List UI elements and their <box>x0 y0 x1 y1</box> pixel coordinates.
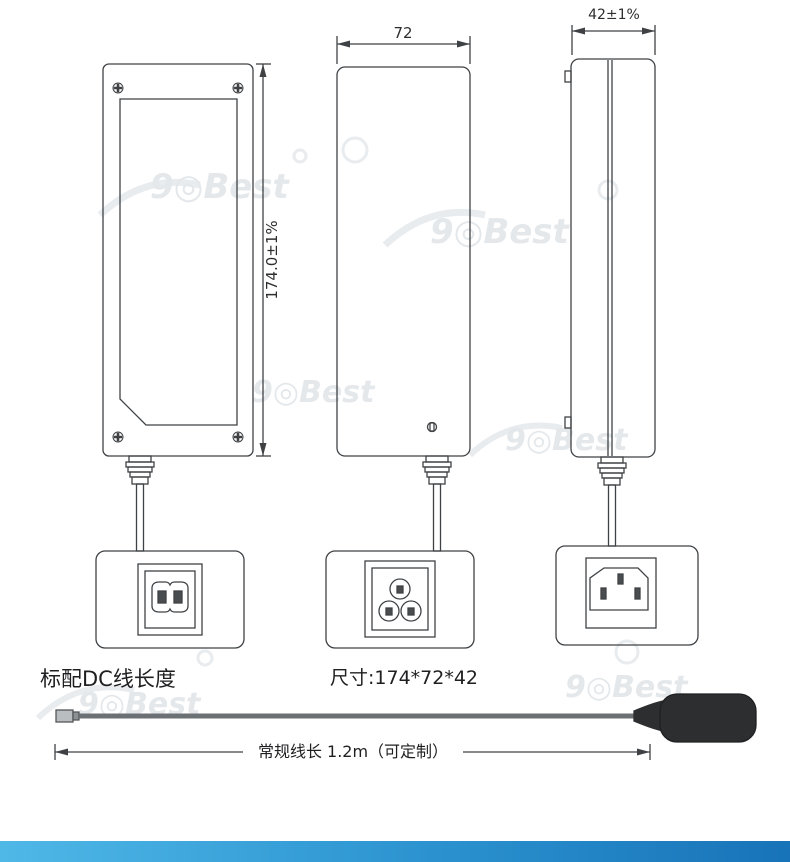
dc-cable-stub <box>135 483 145 552</box>
c6-pin-hole <box>396 585 404 594</box>
side-tab <box>564 70 572 83</box>
screw-hole-slot <box>429 422 435 432</box>
strain-relief <box>422 455 452 485</box>
height-dimension: 174.0±1% <box>256 63 281 457</box>
inlet-housing <box>95 550 245 649</box>
width-dimension-label: 72 <box>393 24 412 42</box>
edge-view <box>564 58 656 547</box>
screw-hole <box>426 421 438 433</box>
dc-cable-stub <box>607 484 617 547</box>
c14-earth-pin <box>617 573 624 585</box>
watermark-layer: 9◎Best 9◎Best 9◎Best 9◎Best 9◎Best 9◎Bes… <box>35 136 689 722</box>
inlet-module-c6 <box>325 550 475 649</box>
c6-lobe <box>378 600 400 622</box>
c6-pin-hole <box>385 607 393 616</box>
watermark-swoosh <box>382 208 486 248</box>
watermark-circle <box>614 639 640 665</box>
inlet-housing <box>325 550 475 649</box>
front-view-label-window <box>119 98 238 426</box>
strain-relief <box>125 455 155 485</box>
screw-icon <box>111 81 125 95</box>
inlet-bezel <box>137 563 203 636</box>
c8-inlet-outline <box>151 581 189 613</box>
inlet-housing <box>555 545 699 646</box>
side-view-body <box>336 66 471 457</box>
inlet-bezel <box>364 560 436 638</box>
c14-inlet-outline <box>589 567 649 611</box>
watermark-swoosh <box>467 422 563 458</box>
inlet-face <box>144 570 196 629</box>
depth-dimension: 42±1% <box>571 7 656 55</box>
screw-icon <box>111 430 125 444</box>
c14-line-pin <box>634 587 641 600</box>
front-view <box>102 63 254 552</box>
inlet-module-c8 <box>95 550 245 649</box>
inlet-module-c14 <box>555 545 699 646</box>
watermark-circle <box>292 148 308 164</box>
inlet-bezel <box>585 557 657 629</box>
footer-accent-bar <box>0 841 790 862</box>
watermark-circle <box>196 649 214 667</box>
plug-strain-relief <box>633 700 664 732</box>
dc-cable-assembly <box>55 693 757 743</box>
front-view-body <box>102 63 254 457</box>
size-caption: 尺寸:174*72*42 <box>330 667 478 689</box>
screw-icon <box>231 430 245 444</box>
c8-pin-hole <box>157 590 167 604</box>
c8-pin-hole <box>173 590 183 604</box>
c6-lobe <box>389 578 411 600</box>
width-dimension: 72 <box>336 24 471 64</box>
dc-cable-stub <box>432 483 442 552</box>
cable-length-label: 常规线长 1.2m（可定制） <box>258 742 448 761</box>
depth-dimension-label: 42±1% <box>588 7 640 23</box>
edge-view-body <box>570 58 656 458</box>
side-tab <box>564 416 572 429</box>
cable-length-dimension: 常规线长 1.2m（可定制） <box>54 741 651 762</box>
watermark-circle <box>341 136 369 164</box>
strain-relief <box>597 456 627 486</box>
c6-pin-hole <box>407 607 415 616</box>
c14-line-pin <box>600 587 607 600</box>
cable-terminal <box>55 709 74 723</box>
watermark-text: 9◎Best <box>252 375 376 410</box>
height-dimension-label: 174.0±1% <box>263 220 281 299</box>
dimension-label-mask <box>243 741 463 762</box>
screw-icon <box>231 81 245 95</box>
watermark-text: 9◎Best <box>430 212 571 252</box>
watermark-swoosh <box>35 684 135 721</box>
c6-lobe <box>400 600 422 622</box>
inlet-face <box>371 567 429 631</box>
dc-plug-body <box>659 693 757 743</box>
watermark-text: 9◎Best <box>150 167 291 207</box>
watermark-swoosh <box>97 178 201 218</box>
dc-cable-caption: 标配DC线长度 <box>40 667 176 691</box>
cable-terminal-step <box>72 711 80 721</box>
